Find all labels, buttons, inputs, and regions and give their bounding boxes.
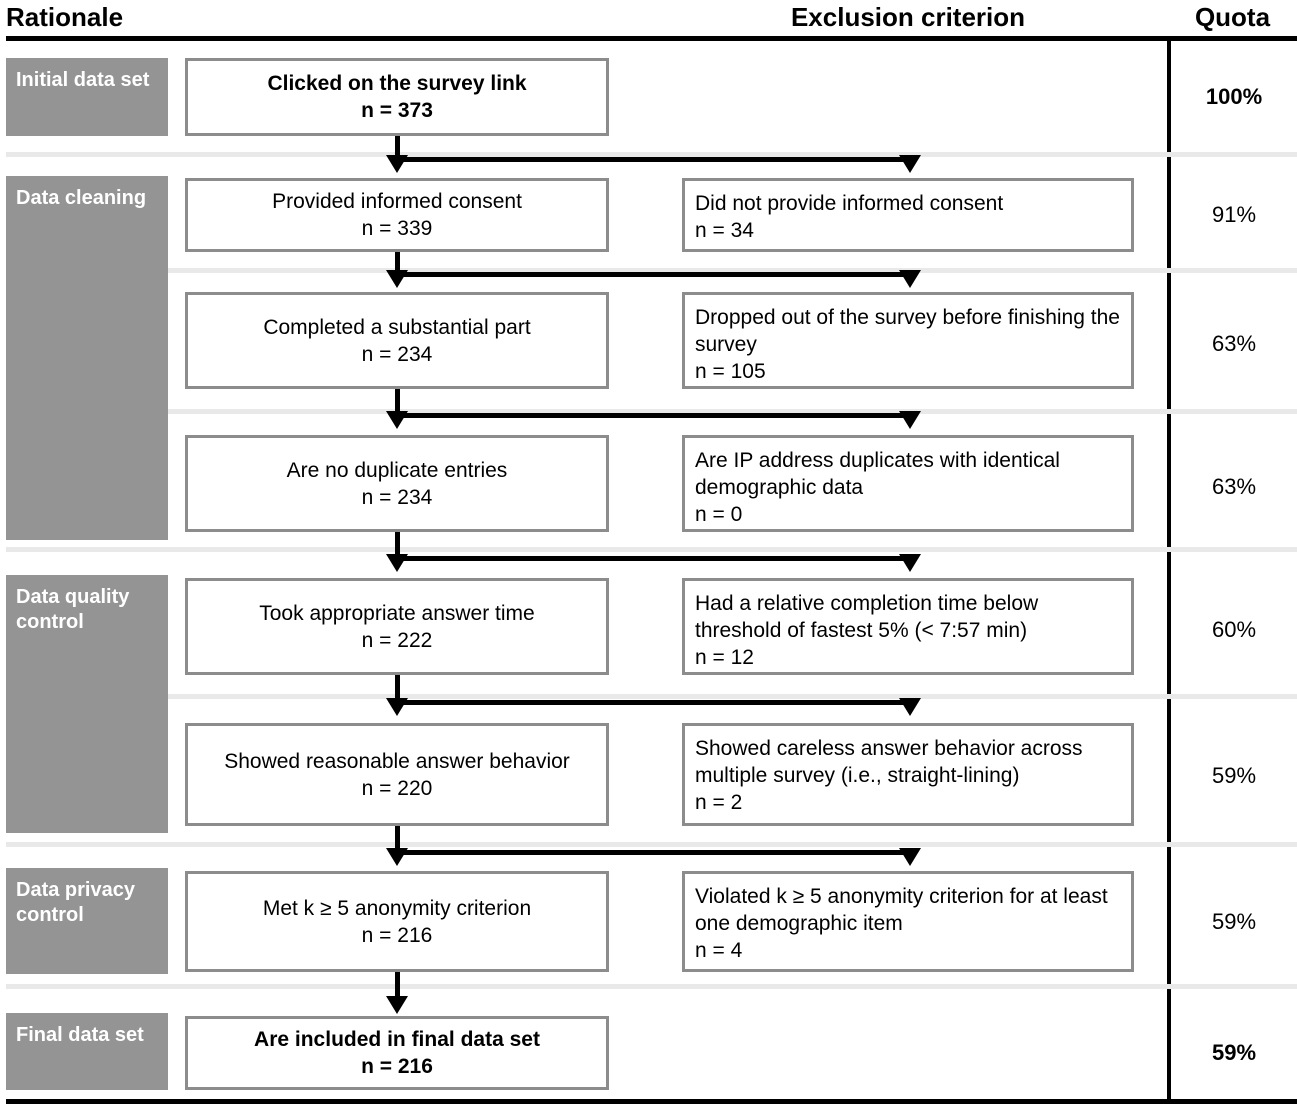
stage-label: Data privacy control	[16, 879, 135, 926]
stage-block-data-quality-control: Data quality control	[6, 575, 168, 833]
included-count: n = 373	[361, 99, 433, 122]
connector-vertical	[395, 826, 400, 854]
connector-horizontal	[395, 556, 913, 561]
excluded-count: n = 2	[695, 791, 743, 814]
row-separator	[6, 694, 1297, 699]
included-count: n = 234	[361, 342, 433, 366]
footer-rule	[6, 1099, 1297, 1104]
arrowhead-down-icon	[386, 996, 408, 1014]
excluded-box-row-3: Dropped out of the survey before finishi…	[682, 292, 1134, 389]
excluded-title: Did not provide informed consent	[695, 192, 1004, 215]
arrowhead-down-icon	[899, 270, 921, 288]
arrowhead-down-icon	[899, 411, 921, 429]
included-box-row-2: Provided informed consent n = 339	[185, 178, 609, 252]
excluded-title: Showed careless answer behavior across m…	[695, 737, 1083, 787]
connector-horizontal	[395, 157, 913, 162]
connector-vertical	[395, 675, 400, 704]
included-title: Provided informed consent	[272, 190, 522, 213]
excluded-count: n = 34	[695, 219, 754, 242]
arrowhead-down-icon	[386, 155, 408, 173]
excluded-count: n = 12	[695, 646, 754, 669]
quota-value-row-4: 63%	[1211, 474, 1257, 499]
included-title: Are no duplicate entries	[286, 458, 508, 482]
included-count: n = 216	[361, 1055, 433, 1078]
column-header-rationale: Rationale	[6, 2, 124, 32]
excluded-box-row-4: Are IP address duplicates with identical…	[682, 435, 1134, 532]
arrowhead-down-icon	[386, 848, 408, 866]
column-header-quota: Quota	[1194, 2, 1271, 32]
connector-horizontal	[395, 272, 913, 277]
included-box-row-1: Clicked on the survey link n = 373	[185, 58, 609, 136]
included-title: Met k ≥ 5 anonymity criterion	[262, 896, 532, 920]
included-title: Took appropriate answer time	[259, 601, 535, 625]
quota-value-row-5: 60%	[1211, 617, 1257, 642]
stage-block-data-privacy-control: Data privacy control	[6, 868, 168, 974]
quota-value-row-6: 59%	[1211, 763, 1257, 788]
arrowhead-down-icon	[386, 411, 408, 429]
stage-label: Initial data set	[16, 69, 150, 91]
included-count: n = 222	[361, 628, 433, 652]
connector-horizontal	[395, 700, 913, 705]
excluded-title: Had a relative completion time below thr…	[695, 592, 1039, 642]
connector-vertical	[395, 252, 400, 274]
quota-value-row-8: 59%	[1211, 1040, 1257, 1065]
connector-horizontal	[395, 413, 913, 418]
included-title: Clicked on the survey link	[267, 72, 527, 95]
header-rule	[6, 36, 1297, 41]
stage-block-final-data-set: Final data set	[6, 1013, 168, 1090]
included-box-row-6: Showed reasonable answer behavior n = 22…	[185, 723, 609, 826]
included-box-row-4: Are no duplicate entries n = 234	[185, 435, 609, 532]
arrowhead-down-icon	[899, 848, 921, 866]
arrowhead-down-icon	[899, 698, 921, 716]
included-box-row-8: Are included in final data set n = 216	[185, 1016, 609, 1090]
excluded-box-row-2: Did not provide informed consent n = 34	[682, 178, 1134, 252]
arrowhead-down-icon	[386, 270, 408, 288]
included-count: n = 216	[361, 923, 433, 947]
excluded-count: n = 105	[695, 360, 766, 383]
included-count: n = 339	[361, 217, 433, 240]
row-separator	[6, 842, 1297, 847]
excluded-title: Are IP address duplicates with identical…	[695, 449, 1060, 499]
included-box-row-5: Took appropriate answer time n = 222	[185, 578, 609, 675]
quota-value-row-2: 91%	[1211, 202, 1257, 227]
included-box-row-3: Completed a substantial part n = 234	[185, 292, 609, 389]
included-title: Completed a substantial part	[263, 315, 531, 339]
stage-block-initial-data-set: Initial data set	[6, 58, 168, 136]
column-header-exclusion-criterion: Exclusion criterion	[790, 2, 1026, 32]
stage-block-data-cleaning: Data cleaning	[6, 176, 168, 540]
excluded-count: n = 4	[695, 939, 743, 962]
excluded-title: Violated k ≥ 5 anonymity criterion for a…	[695, 885, 1108, 935]
connector-vertical	[395, 532, 400, 560]
included-title: Showed reasonable answer behavior	[224, 749, 570, 773]
connector-vertical	[395, 389, 400, 416]
arrowhead-down-icon	[386, 698, 408, 716]
stage-label: Data cleaning	[16, 187, 147, 209]
quota-value-row-3: 63%	[1211, 331, 1257, 356]
connector-vertical	[395, 136, 400, 162]
arrowhead-down-icon	[899, 554, 921, 572]
quota-value-row-7: 59%	[1211, 909, 1257, 934]
arrowhead-down-icon	[899, 155, 921, 173]
quota-value-row-1: 100%	[1205, 84, 1263, 109]
connector-vertical	[395, 972, 400, 1001]
row-separator	[6, 984, 1297, 989]
stage-label: Final data set	[16, 1024, 144, 1046]
included-count: n = 220	[361, 776, 433, 800]
stage-label: Data quality control	[16, 586, 130, 633]
connector-horizontal	[395, 850, 913, 855]
arrowhead-down-icon	[386, 554, 408, 572]
included-title: Are included in final data set	[254, 1028, 540, 1051]
excluded-title: Dropped out of the survey before finishi…	[695, 306, 1120, 356]
quota-column-divider	[1167, 36, 1171, 1104]
excluded-count: n = 0	[695, 503, 743, 526]
row-separator	[6, 152, 1297, 157]
row-separator	[6, 547, 1297, 552]
row-separator	[6, 268, 1297, 273]
excluded-box-row-7: Violated k ≥ 5 anonymity criterion for a…	[682, 871, 1134, 972]
included-count: n = 234	[361, 485, 433, 509]
excluded-box-row-5: Had a relative completion time below thr…	[682, 578, 1134, 675]
included-box-row-7: Met k ≥ 5 anonymity criterion n = 216	[185, 871, 609, 972]
row-separator	[6, 409, 1297, 414]
excluded-box-row-6: Showed careless answer behavior across m…	[682, 723, 1134, 826]
